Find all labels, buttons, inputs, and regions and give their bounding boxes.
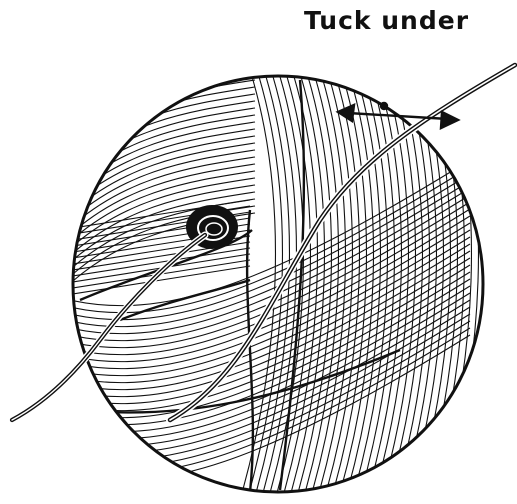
ball-of-string-icon: [0, 0, 517, 504]
